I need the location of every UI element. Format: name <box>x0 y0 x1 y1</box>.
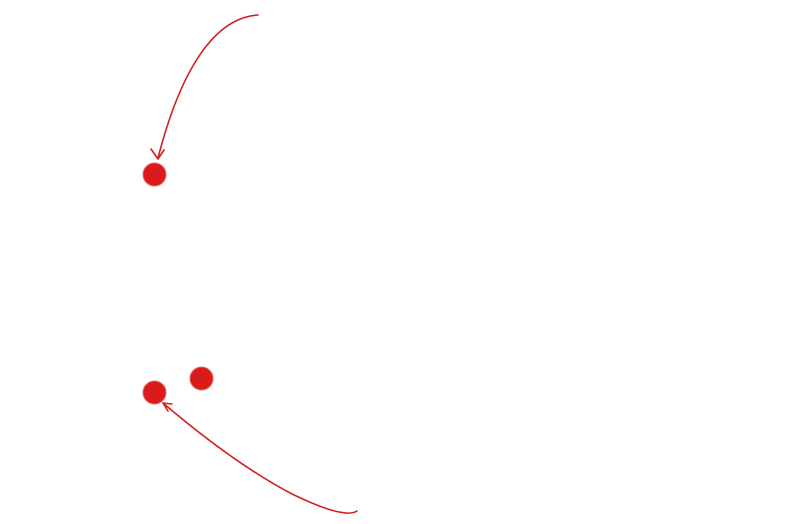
curved-arrow-bottom-head <box>162 402 173 412</box>
curved-arrow-top <box>150 14 259 160</box>
curved-arrow-bottom <box>162 402 358 514</box>
curved-arrow-top-head <box>150 148 165 160</box>
red-dot-marker-top <box>142 162 167 187</box>
red-dot-marker-bottom-right <box>189 366 214 391</box>
curved-arrow-top-shaft <box>157 14 259 159</box>
curved-arrow-bottom-shaft <box>162 402 358 514</box>
red-dot-marker-bottom-left <box>142 380 167 405</box>
